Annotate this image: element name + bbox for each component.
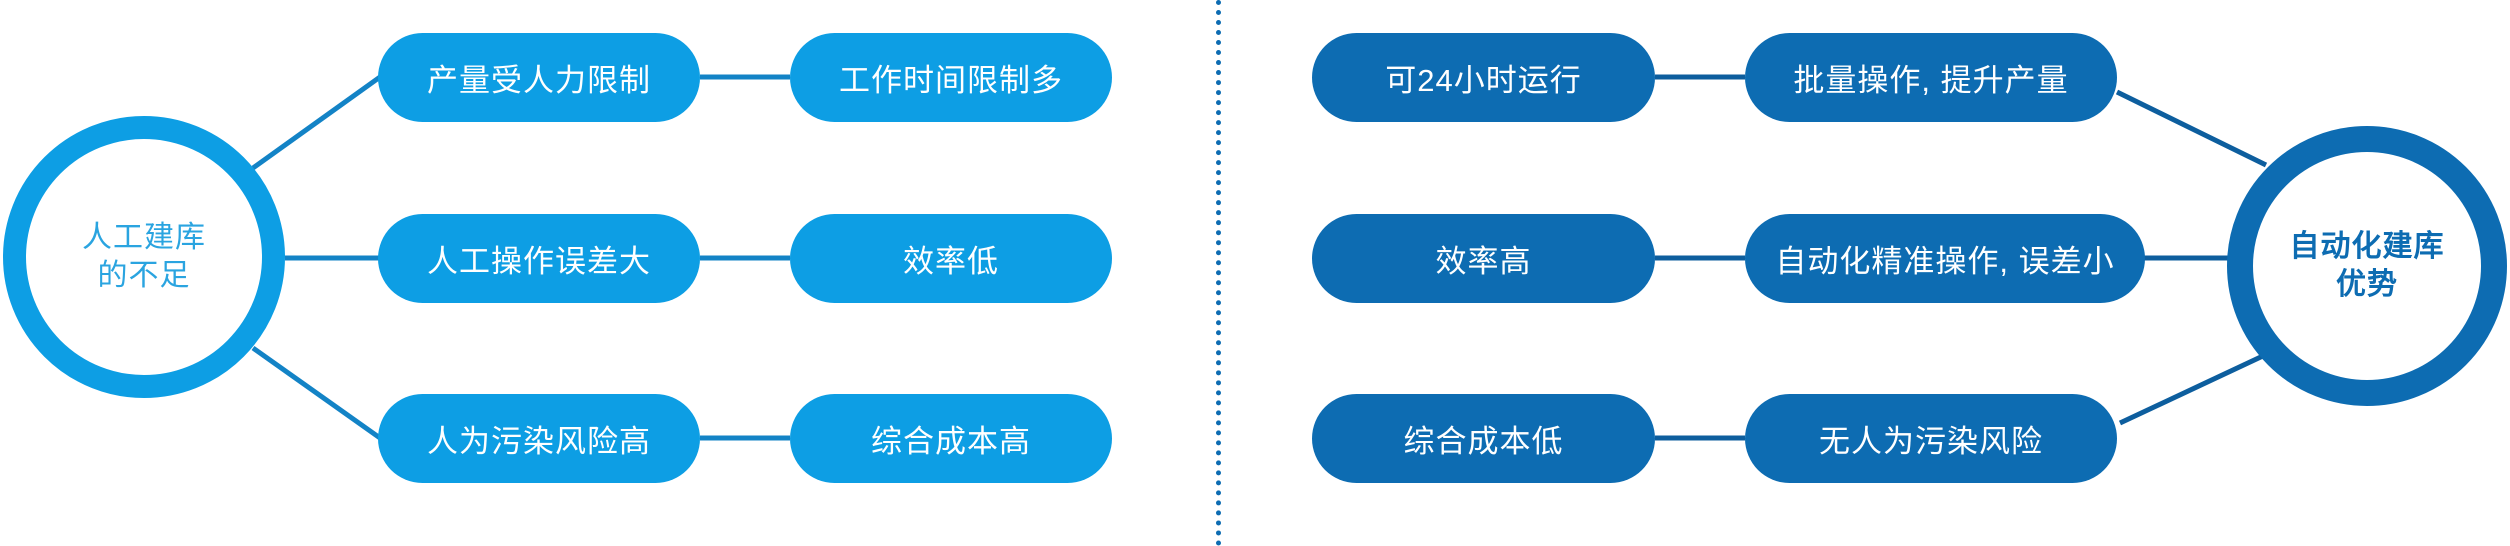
connector-right-row3-hub [2118,352,2267,426]
connector-left-hub-row1 [251,74,382,171]
connector-left-hub-row3 [251,345,382,441]
pill-left-row1-inner[interactable]: 产量受人力限制 [378,33,700,122]
hub-right[interactable]: 自动化建库 优势 [2227,126,2507,406]
connector-right-row1-hub [2115,89,2268,168]
pill-right-row1-inner[interactable]: 批量操作, 提升产量 [1745,33,2117,122]
pill-left-row3-inner[interactable]: 人为污染风险高 [378,394,700,483]
pill-right-row3-outer[interactable]: 综合成本低 [1312,394,1655,483]
panel-divider [1216,0,1221,546]
pill-left-row3-outer[interactable]: 综合成本高 [790,394,1112,483]
hub-right-line1: 自动化建库 [2289,229,2445,263]
hub-left[interactable]: 人工建库 的不足 [3,116,285,398]
pill-right-row3-inner[interactable]: 无人为污染风险 [1745,394,2117,483]
hub-right-line2: 优势 [2336,268,2398,301]
pill-right-row1-outer[interactable]: 可24小时运行 [1312,33,1655,122]
pill-left-row2-outer[interactable]: 效率低 [790,214,1112,303]
pill-right-row2-outer[interactable]: 效率高 [1312,214,1655,303]
hub-left-line1: 人工建库 [82,220,206,254]
pill-left-row1-outer[interactable]: 工作时间限制多 [790,33,1112,122]
pill-right-row2-inner[interactable]: 自动化精准操作, 误差小 [1745,214,2145,303]
hub-left-line2: 的不足 [97,259,191,292]
pill-left-row2-inner[interactable]: 人工操作误差大 [378,214,700,303]
